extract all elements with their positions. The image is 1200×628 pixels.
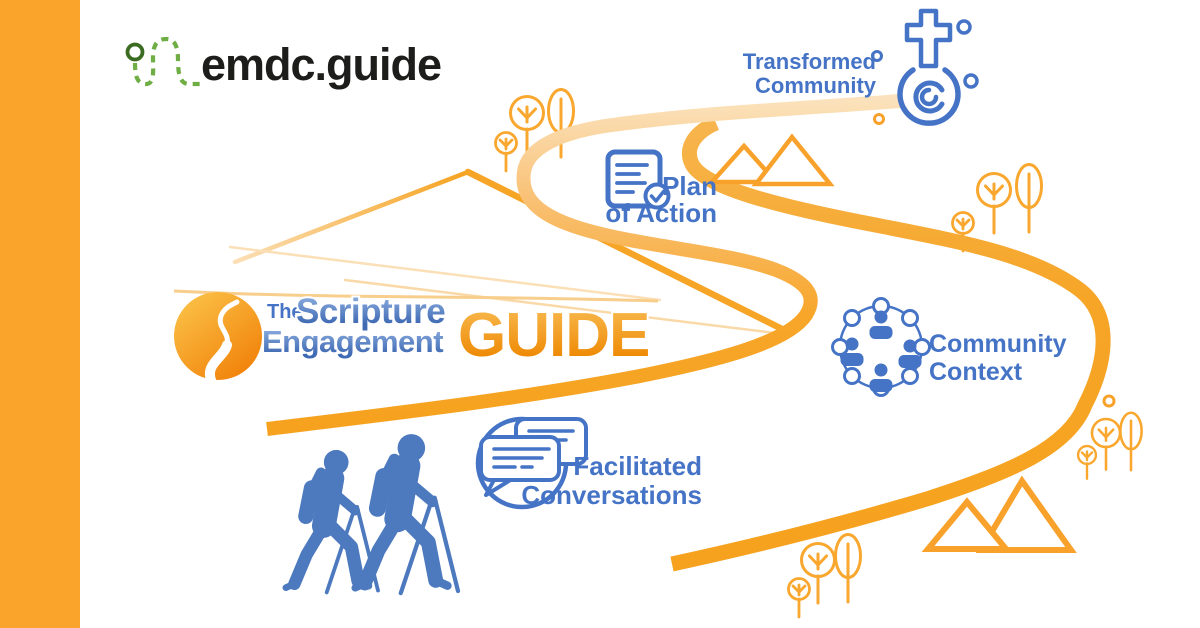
logo-the: The <box>267 301 303 323</box>
left-accent-bar <box>0 0 80 628</box>
trail-lower-branch <box>266 94 901 436</box>
logo-swoosh <box>173 289 659 303</box>
brand-logo: emdc.guide <box>115 33 445 97</box>
blue-dot <box>871 50 883 62</box>
label-facilitated-conversations: Facilitated Conversations <box>521 452 702 510</box>
label-line: Facilitated <box>573 451 702 481</box>
orange-dot <box>873 113 885 125</box>
winding-road-circle-icon <box>174 292 262 380</box>
label-line: Transformed <box>742 49 876 74</box>
blue-dot <box>963 73 979 89</box>
label-line: Plan <box>662 171 717 201</box>
label-line: Community <box>755 73 876 98</box>
speech-bubble-left <box>479 435 561 497</box>
label-plan-of-action: Plan of Action <box>605 173 717 227</box>
trees-bottom-center <box>787 533 862 619</box>
blue-dot <box>956 19 972 35</box>
sparkle-dots <box>871 19 1116 408</box>
scripture-engagement-guide-logo: The Scripture Engagement GUIDE <box>173 289 659 385</box>
logo-scripture: Scripture <box>296 292 445 331</box>
cross-marker-icon <box>897 8 961 126</box>
people-network-icon <box>831 297 931 397</box>
checklist-document-icon <box>605 149 671 210</box>
large-mountain <box>228 168 792 336</box>
mountains-top <box>706 133 835 187</box>
trees-right-mid <box>1076 411 1143 480</box>
brand-logo-text: emdc.guide <box>201 39 442 90</box>
logo-guide: GUIDE <box>458 301 649 370</box>
people-glyphs <box>840 310 922 392</box>
dashed-trail-icon <box>125 36 200 87</box>
label-line: Community <box>929 330 1067 358</box>
speech-bubbles-icon <box>475 416 588 510</box>
logo-engagement: Engagement <box>262 324 443 359</box>
orange-dot <box>1102 394 1116 408</box>
label-transformed-community: Transformed Community <box>743 50 876 98</box>
mountains-bottom-right <box>921 475 1077 553</box>
hikers-icon <box>286 434 458 593</box>
label-line: Context <box>929 358 1023 386</box>
label-line: of Action <box>605 198 717 228</box>
label-community-context: Community Context <box>929 330 1067 386</box>
label-line: Conversations <box>521 480 702 510</box>
